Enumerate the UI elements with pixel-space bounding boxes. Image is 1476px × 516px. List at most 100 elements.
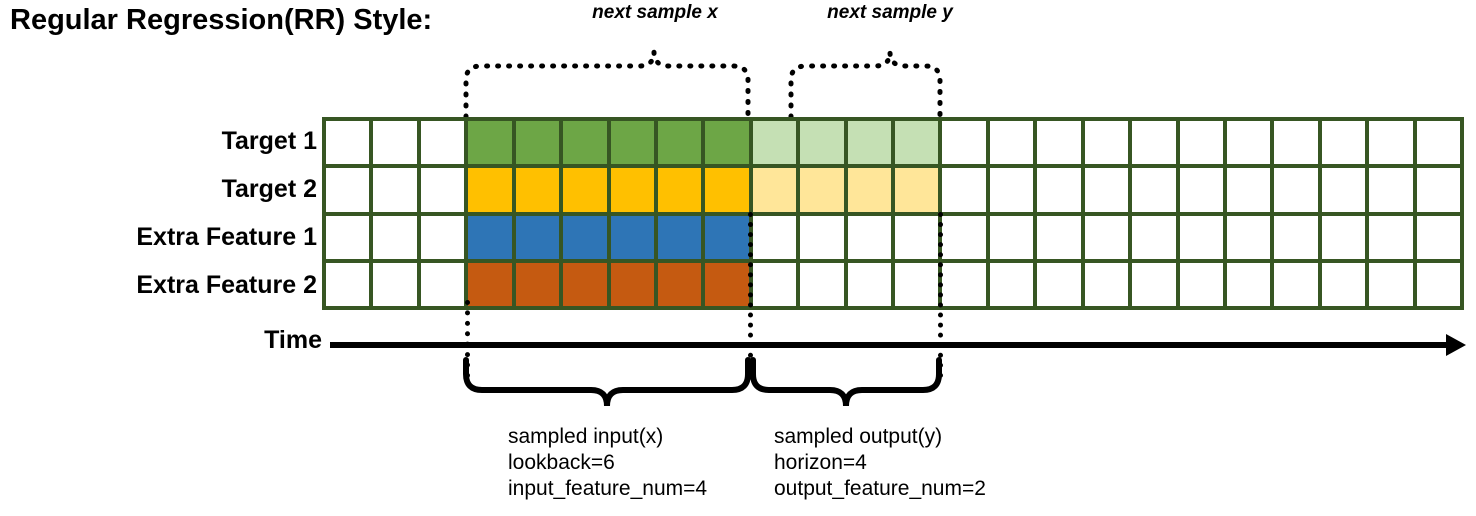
grid-cell-r4-c9 (705, 262, 749, 306)
grid-cell-r1-c17 (1084, 121, 1129, 165)
grid-cell-r2-c23 (1369, 168, 1413, 212)
row-label-extra-feature-2: Extra Feature 2 (136, 271, 317, 299)
time-axis-label: Time (264, 326, 322, 354)
grid-cell-r4-c2 (373, 262, 417, 306)
row-label-target-1: Target 1 (221, 127, 317, 155)
grid-cell-r2-c7 (610, 168, 654, 212)
grid-cell-r3-c9 (705, 215, 749, 259)
grid-cell-r3-c11 (800, 215, 844, 259)
grid-cell-r3-c2 (373, 215, 417, 259)
grid-cell-r1-c22 (1321, 121, 1366, 165)
time-axis-line (330, 342, 1456, 348)
grid-cell-r1-c7 (610, 121, 654, 165)
grid-cell-r1-c13 (895, 121, 939, 165)
grid-cell-r2-c9 (705, 168, 749, 212)
grid-cell-r4-c16 (1037, 262, 1081, 306)
grid-cell-r4-c17 (1084, 262, 1129, 306)
grid-cell-r2-c18 (1132, 168, 1176, 212)
row-label-extra-feature-1: Extra Feature 1 (136, 223, 317, 251)
sampled-output-brace (750, 357, 942, 407)
grid-cell-r3-c4 (468, 215, 512, 259)
timeline-grid (322, 117, 1464, 310)
grid-cell-r1-c6 (563, 121, 607, 165)
grid-cell-r3-c15 (989, 215, 1034, 259)
sampled-output-line1: sampled output(y) (774, 425, 943, 448)
grid-cell-r4-c12 (847, 262, 891, 306)
grid-cell-r4-c20 (1226, 262, 1271, 306)
grid-cell-r1-c5 (515, 121, 560, 165)
grid-cell-r3-c19 (1179, 215, 1223, 259)
guide-input-start (465, 300, 470, 378)
grid-cell-r2-c13 (895, 168, 939, 212)
grid-cell-r4-c15 (989, 262, 1034, 306)
sampled-input-line1: sampled input(x) (508, 425, 664, 448)
grid-cell-r2-c12 (847, 168, 891, 212)
grid-cell-r3-c7 (610, 215, 654, 259)
grid-cell-r2-c2 (373, 168, 417, 212)
grid-cell-r3-c13 (895, 215, 939, 259)
grid-cell-r3-c12 (847, 215, 891, 259)
grid-cell-r2-c3 (420, 168, 465, 212)
grid-cell-r2-c19 (1179, 168, 1223, 212)
guide-output-end (938, 212, 943, 378)
grid-cell-r2-c11 (800, 168, 844, 212)
grid-cell-r3-c18 (1132, 215, 1176, 259)
grid-cell-r3-c1 (326, 215, 370, 259)
grid-cell-r3-c6 (563, 215, 607, 259)
grid-cell-r2-c24 (1416, 168, 1460, 212)
grid-cell-r3-c23 (1369, 215, 1413, 259)
grid-cell-r1-c8 (657, 121, 702, 165)
grid-cell-r3-c17 (1084, 215, 1129, 259)
grid-cell-r3-c16 (1037, 215, 1081, 259)
grid-cell-r1-c3 (420, 121, 465, 165)
grid-cell-r3-c21 (1274, 215, 1318, 259)
grid-cell-r2-c17 (1084, 168, 1129, 212)
grid-cell-r1-c20 (1226, 121, 1271, 165)
grid-cell-r1-c9 (705, 121, 749, 165)
grid-cell-r4-c21 (1274, 262, 1318, 306)
grid-cell-r2-c15 (989, 168, 1034, 212)
grid-cell-r3-c24 (1416, 215, 1460, 259)
grid-cell-r1-c2 (373, 121, 417, 165)
next-sample-x-brace (463, 51, 751, 120)
next-sample-y-brace (788, 51, 943, 120)
row-label-target-2: Target 2 (221, 175, 317, 203)
grid-cell-r4-c5 (515, 262, 560, 306)
grid-cell-r2-c22 (1321, 168, 1366, 212)
grid-cell-r1-c1 (326, 121, 370, 165)
sampled-input-brace (463, 357, 751, 407)
grid-cell-r1-c19 (1179, 121, 1223, 165)
grid-cell-r2-c5 (515, 168, 560, 212)
time-axis-arrow-icon (1446, 334, 1466, 356)
grid-cell-r2-c10 (752, 168, 797, 212)
grid-cell-r1-c12 (847, 121, 891, 165)
grid-cell-r3-c14 (942, 215, 986, 259)
grid-cell-r4-c23 (1369, 262, 1413, 306)
grid-cell-r3-c5 (515, 215, 560, 259)
grid-cell-r1-c21 (1274, 121, 1318, 165)
grid-cell-r2-c16 (1037, 168, 1081, 212)
page-title: Regular Regression(RR) Style: (10, 4, 433, 36)
grid-cell-r4-c13 (895, 262, 939, 306)
grid-cell-r4-c19 (1179, 262, 1223, 306)
grid-cell-r2-c1 (326, 168, 370, 212)
grid-cell-r1-c14 (942, 121, 986, 165)
sampled-output-line3: output_feature_num=2 (774, 477, 986, 500)
grid-cell-r2-c4 (468, 168, 512, 212)
grid-cell-r1-c10 (752, 121, 797, 165)
sampled-output-caption: sampled output(y) horizon=4 output_featu… (774, 424, 986, 502)
grid-cell-r4-c18 (1132, 262, 1176, 306)
grid-cell-r1-c16 (1037, 121, 1081, 165)
grid-cell-r3-c20 (1226, 215, 1271, 259)
grid-cell-r1-c15 (989, 121, 1034, 165)
grid-cell-r1-c11 (800, 121, 844, 165)
grid-cell-r3-c22 (1321, 215, 1366, 259)
next-sample-x-label: next sample x (592, 2, 718, 23)
grid-cell-r3-c10 (752, 215, 797, 259)
grid-cell-r1-c23 (1369, 121, 1413, 165)
grid-cell-r4-c3 (420, 262, 465, 306)
grid-cell-r4-c11 (800, 262, 844, 306)
grid-cell-r4-c10 (752, 262, 797, 306)
grid-cell-r4-c7 (610, 262, 654, 306)
